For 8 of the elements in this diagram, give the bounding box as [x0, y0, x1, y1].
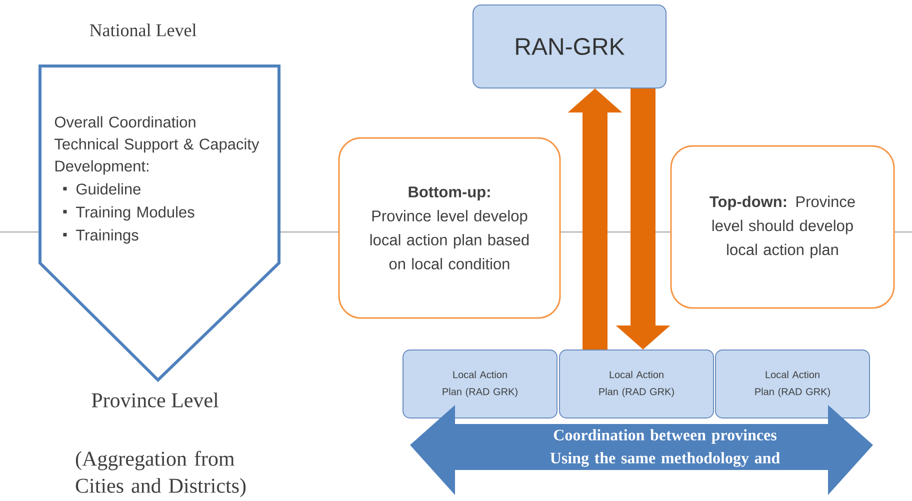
level-label: National Level [90, 24, 196, 36]
plan-box: Local Action Plan (RAD GRK) [402, 350, 558, 418]
plan-box: Local Action Plan (RAD GRK) [715, 350, 870, 418]
title-box: RAN-GRK [472, 4, 666, 88]
approach-box: Bottom-up: Province level develop local action plan based on local condition [338, 137, 561, 319]
level-label: (Aggregation from Cities and Districts) [76, 450, 246, 498]
plan-box: Local Action Plan (RAD GRK) [559, 350, 714, 418]
approach-box: Top-down: Province level should develop local action plan [670, 145, 895, 309]
